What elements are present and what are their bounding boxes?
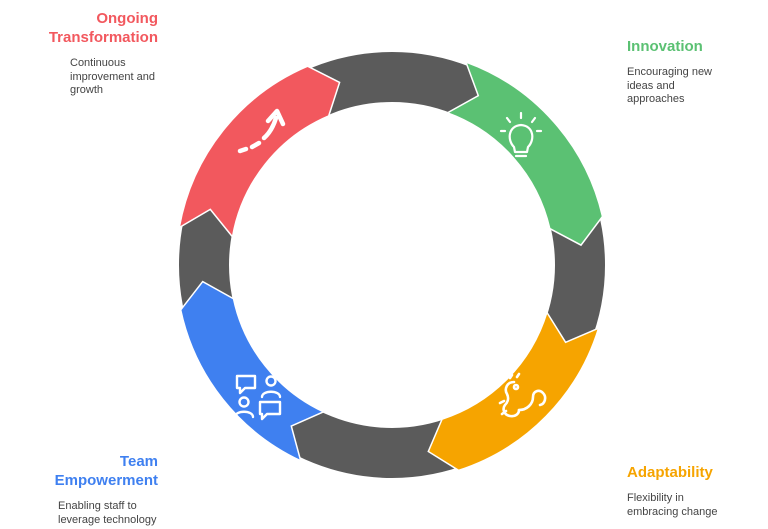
adaptability-desc-line-2: embracing change bbox=[627, 505, 718, 518]
adaptability-label: Adaptability Flexibility in embracing ch… bbox=[627, 463, 747, 519]
adaptability-segment bbox=[427, 310, 600, 472]
innovation-description: Encouraging new ideas and approaches bbox=[627, 66, 747, 107]
innovation-desc-line-3: approaches bbox=[627, 93, 685, 105]
innovation-title: Innovation bbox=[627, 38, 703, 55]
ongoing-title-line-2: Transformation bbox=[48, 29, 158, 46]
ongoing-transformation-title: Ongoing Transformation bbox=[20, 9, 158, 47]
team-empowerment-label: Team Empowerment Enabling staff to lever… bbox=[20, 452, 158, 527]
team-empowerment-description: Enabling staff to leverage technology bbox=[58, 500, 158, 527]
team-title-line-1: Team bbox=[119, 453, 158, 470]
ongoing-desc-line-2: improvement and bbox=[70, 70, 155, 83]
team-title-line-2: Empowerment bbox=[54, 472, 158, 489]
team-chat-icon bbox=[233, 374, 282, 421]
innovation-desc-line-2: ideas and bbox=[627, 79, 675, 92]
innovation-segment bbox=[445, 60, 604, 247]
ongoing-transformation-segment bbox=[178, 65, 341, 239]
ongoing-transformation-description: Continuous improvement and growth bbox=[70, 57, 158, 98]
innovation-label: Innovation Encouraging new ideas and app… bbox=[627, 37, 747, 107]
innovation-desc-line-1: Encouraging new bbox=[627, 66, 713, 78]
ongoing-desc-line-3: growth bbox=[70, 84, 104, 96]
trend-arrow-icon bbox=[237, 108, 286, 154]
ongoing-desc-line-1: Continuous bbox=[70, 57, 126, 69]
adaptability-description: Flexibility in embracing change bbox=[627, 492, 747, 519]
ongoing-transformation-label: Ongoing Transformation Continuous improv… bbox=[20, 9, 158, 98]
team-empowerment-title: Team Empowerment bbox=[20, 452, 158, 490]
lightbulb-icon bbox=[499, 111, 543, 158]
team-desc-line-2: leverage technology bbox=[58, 513, 157, 526]
cycle-ring bbox=[179, 52, 605, 478]
chameleon-icon bbox=[498, 372, 547, 418]
ongoing-title-line-1: Ongoing bbox=[96, 10, 158, 27]
adaptability-desc-line-1: Flexibility in bbox=[627, 492, 684, 504]
team-desc-line-1: Enabling staff to bbox=[58, 500, 137, 512]
team-empowerment-segment bbox=[179, 280, 326, 463]
adaptability-title: Adaptability bbox=[627, 464, 713, 481]
